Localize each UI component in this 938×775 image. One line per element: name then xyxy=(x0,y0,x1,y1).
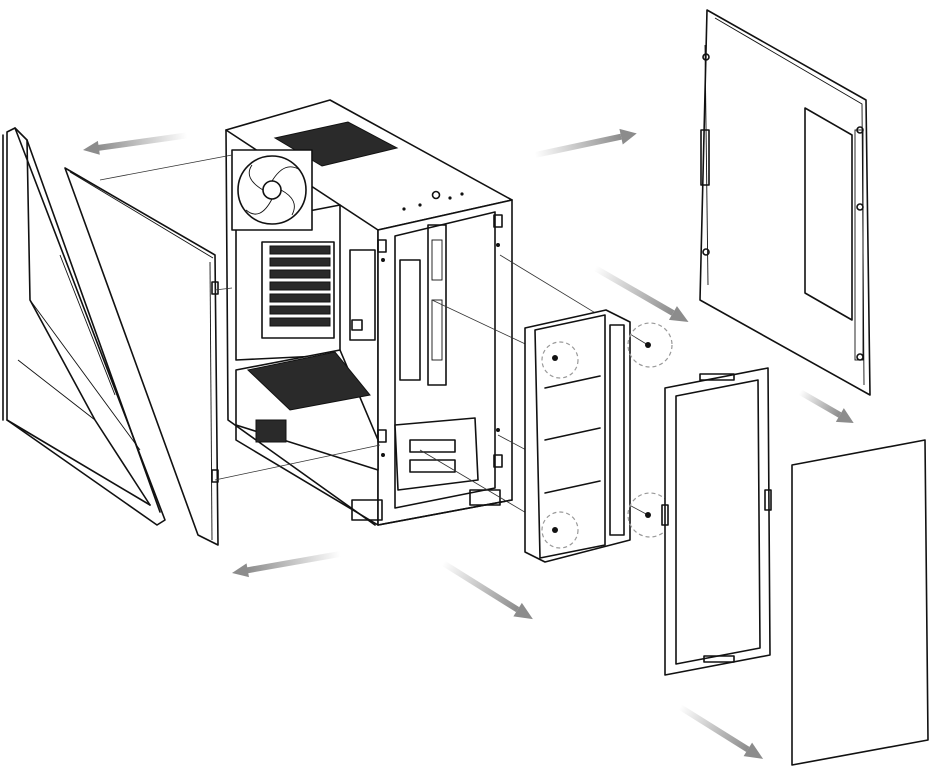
psu-shroud-vent xyxy=(246,351,371,411)
arrow-right-panel xyxy=(798,389,854,423)
arrow-right-top xyxy=(534,128,637,158)
arrow-left-bottom xyxy=(232,550,341,578)
rear-fan-icon xyxy=(231,149,313,231)
arrow-center-bottom xyxy=(441,560,533,620)
screw-callout-3 xyxy=(627,322,673,368)
right-side-panel xyxy=(699,9,871,396)
screw-callout-2 xyxy=(541,511,579,549)
arrow-left-top xyxy=(83,132,188,155)
left-glass-panel xyxy=(64,167,219,546)
arrow-bottom-right xyxy=(678,704,764,759)
front-filter-panel xyxy=(791,439,929,766)
dust-filter-bracket xyxy=(524,309,673,563)
removal-arrows xyxy=(83,128,854,759)
front-frame xyxy=(661,367,772,676)
front-bezel xyxy=(2,127,166,526)
power-button-icon xyxy=(431,190,441,200)
screw-callout-1 xyxy=(541,341,579,379)
expansion-slots xyxy=(261,241,335,339)
chassis xyxy=(225,99,513,526)
arrow-right-mid xyxy=(593,265,689,322)
